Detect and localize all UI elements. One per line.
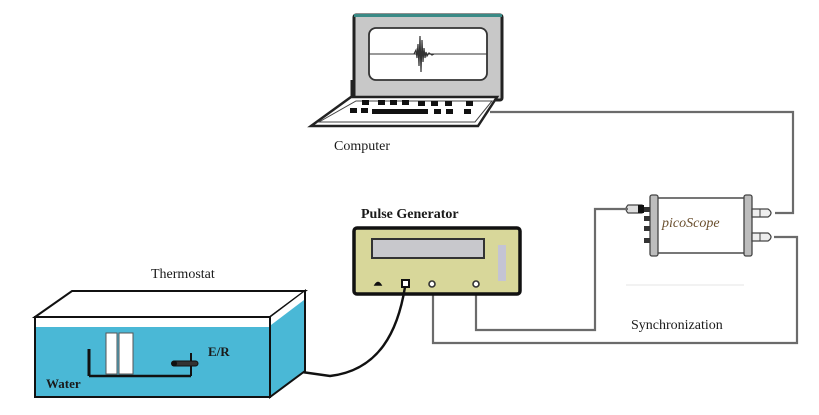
power-button xyxy=(373,281,383,286)
generator-to-electrode-cable xyxy=(192,286,407,378)
water-label: Water xyxy=(46,376,81,391)
computer-laptop-icon xyxy=(307,13,504,128)
computer-to-scope-wire xyxy=(490,110,795,215)
synchronization-wire xyxy=(431,235,799,345)
output-socket-3 xyxy=(472,280,480,288)
laptop-lid-edge xyxy=(354,14,502,17)
scope-input-to-generator-wire xyxy=(474,207,628,332)
tank-top-face xyxy=(31,290,309,318)
electrode-plate-left xyxy=(105,332,118,375)
tank-side-surface xyxy=(271,292,304,325)
output-socket-1 xyxy=(401,279,410,288)
picoscope-input-ports xyxy=(644,207,650,243)
thermostat-tank xyxy=(31,289,309,399)
picoscope-right-bnc-bottom xyxy=(751,232,772,242)
electrode-probe-tip xyxy=(171,360,177,367)
pulse-generator-side-panel xyxy=(498,245,506,281)
picoscope-device-icon xyxy=(625,194,772,257)
synchronization-label: Synchronization xyxy=(631,318,723,333)
laptop-keyboard xyxy=(350,100,473,114)
thermostat-label: Thermostat xyxy=(151,267,215,282)
pulse-generator-device-icon xyxy=(352,226,522,296)
picoscope-left-bnc-collar xyxy=(638,205,644,213)
computer-label: Computer xyxy=(334,139,390,154)
waveform-signal xyxy=(413,35,435,73)
tank-water-front xyxy=(36,327,269,396)
picoscope-label: picoScope xyxy=(661,216,720,231)
pulse-generator-label: Pulse Generator xyxy=(361,207,459,222)
picoscope-left-cap xyxy=(649,194,659,257)
electrode-plate-right xyxy=(118,332,134,375)
electrode-label: E/R xyxy=(208,344,230,359)
pulse-generator-display xyxy=(371,238,485,259)
output-socket-2 xyxy=(428,280,436,288)
picoscope-right-bnc-top xyxy=(751,208,772,218)
picoscope-right-cap xyxy=(743,194,753,257)
